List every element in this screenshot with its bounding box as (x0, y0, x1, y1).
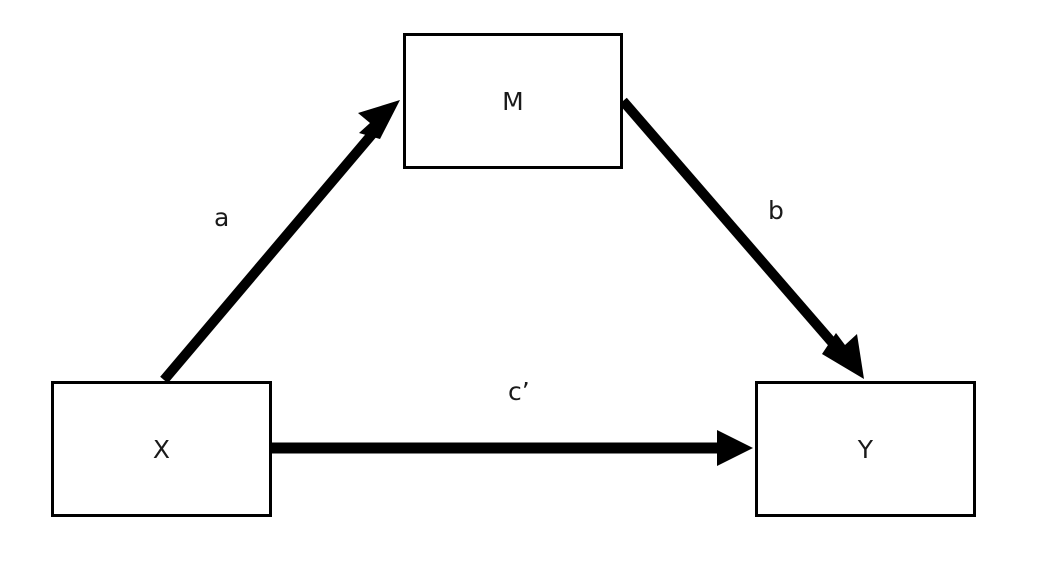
edge-label-a: a (214, 203, 230, 232)
edge-b (619, 97, 864, 379)
node-label-x: X (152, 434, 171, 464)
edge-b-shaft (619, 97, 847, 359)
edge-c-prime (271, 430, 753, 466)
edge-b-arrowhead (822, 333, 864, 379)
edge-a-shaft (160, 122, 383, 384)
node-box-y[interactable]: Y (755, 381, 976, 517)
node-box-x[interactable]: X (51, 381, 272, 517)
edge-a-arrowhead (358, 100, 400, 139)
node-label-m: M (502, 86, 524, 116)
node-box-m[interactable]: M (403, 33, 623, 169)
edge-label-c-prime: c’ (508, 377, 530, 406)
edge-label-b: b (768, 196, 784, 225)
node-label-y: Y (857, 434, 874, 464)
edge-c-prime-arrowhead (717, 430, 753, 466)
edge-a (160, 100, 400, 384)
